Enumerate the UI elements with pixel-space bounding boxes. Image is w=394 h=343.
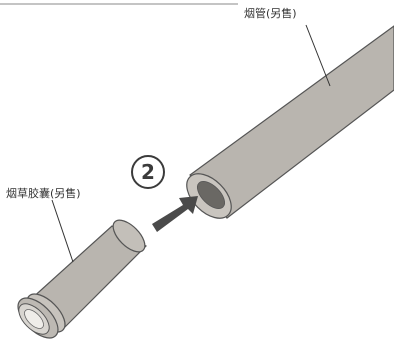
smoke-tube-leader — [305, 24, 331, 87]
capsule-opening — [24, 309, 44, 329]
insert-arrow — [152, 196, 198, 232]
tobacco-capsule-label: 烟草胶囊(另售) — [6, 187, 81, 200]
capsule-back-end — [112, 219, 146, 253]
smoke-tube-label: 烟管(另售) — [244, 7, 297, 20]
capsule-leader — [51, 199, 74, 263]
step-number-badge: 2 — [131, 155, 165, 189]
smoke-tube-inner — [196, 180, 226, 210]
